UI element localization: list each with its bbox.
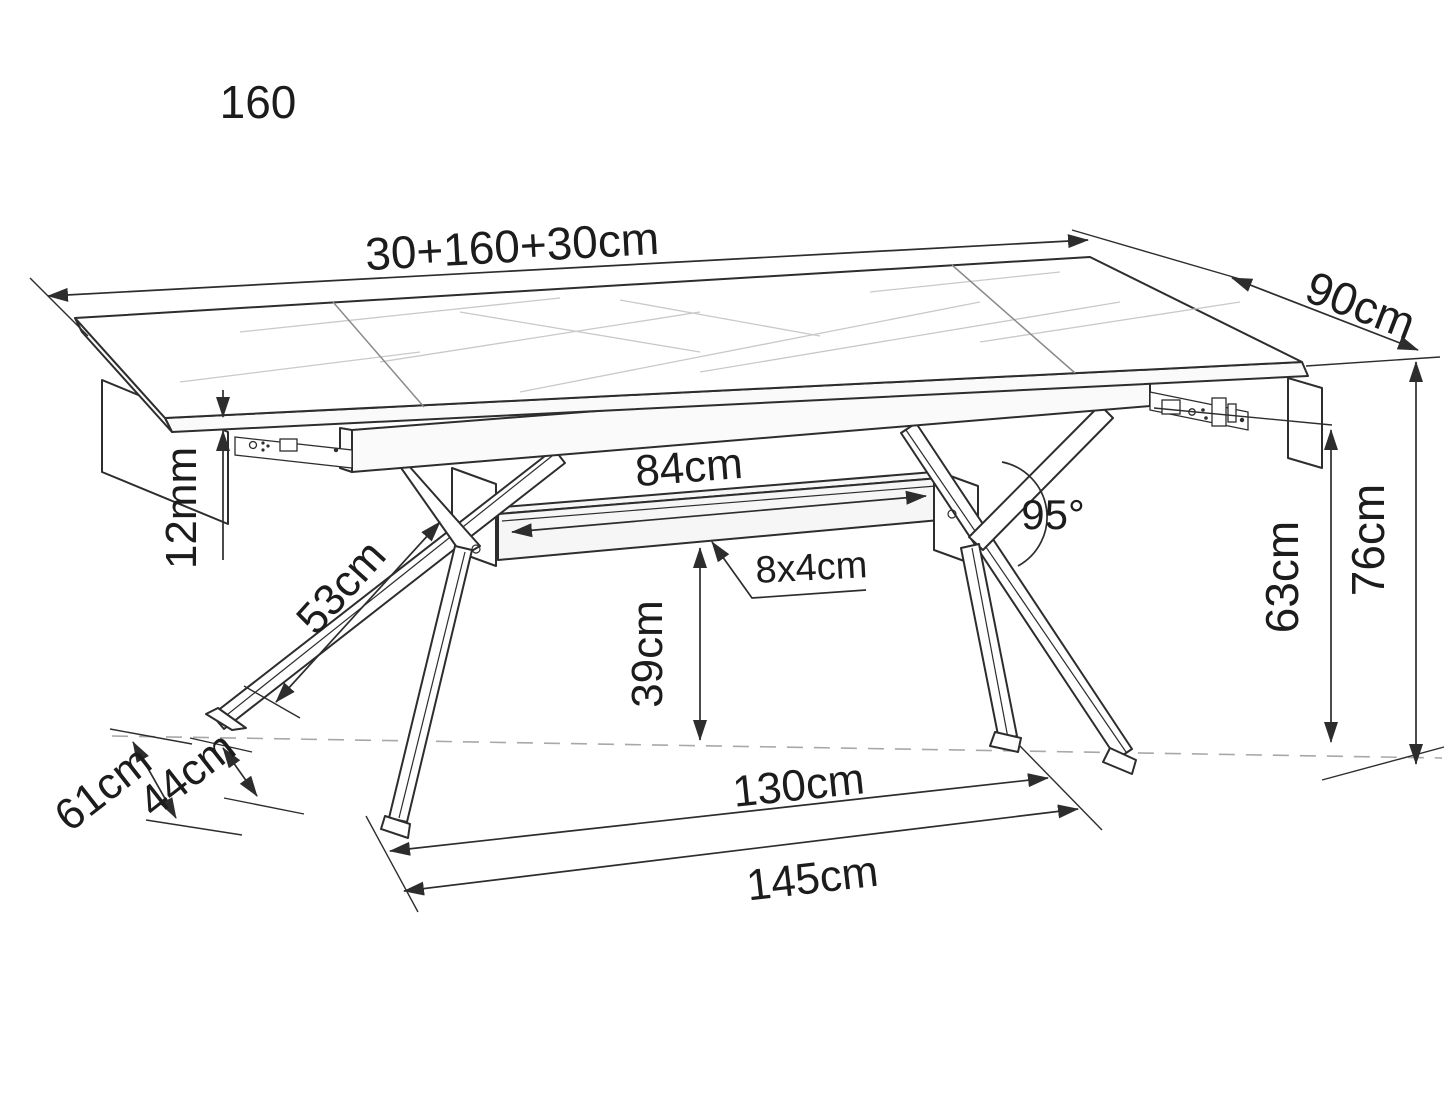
dim-stretcher-height: 39cm — [623, 547, 707, 741]
marble-veins — [179, 271, 1241, 393]
label-width: 90cm — [1299, 261, 1423, 350]
slide-rail-left — [234, 436, 353, 469]
label-stretcher-height: 39cm — [623, 600, 672, 708]
label-top-thickness: 12mm — [157, 447, 206, 569]
label-apron-clearance: 63cm — [1256, 521, 1308, 633]
label-stretcher-profile: 8x4cm — [754, 544, 868, 592]
label-outer-feet-span: 145cm — [744, 847, 881, 911]
slide-rail-right — [1149, 391, 1249, 431]
leg-assembly-right — [900, 404, 1137, 775]
label-inner-feet-span: 130cm — [730, 754, 866, 817]
dim-leg-angle: 95° — [1001, 461, 1085, 567]
label-leg-angle: 95° — [1021, 491, 1085, 538]
leaf-seam-left — [332, 301, 425, 408]
label-total-length: 30+160+30cm — [364, 212, 661, 280]
floor-dashed-line — [111, 735, 1443, 759]
dim-outer-feet-span: 145cm — [403, 804, 1079, 911]
table-structure — [74, 256, 1323, 839]
dim-stretcher-profile: 8x4cm — [711, 541, 868, 599]
dim-stretcher-length: 84cm — [511, 439, 927, 538]
dim-top-thickness: 12mm — [157, 390, 230, 569]
product-code-label: 160 — [220, 76, 297, 128]
dim-table-height: 76cm — [1321, 361, 1445, 781]
foot-back-right — [989, 731, 1022, 753]
dim-inner-feet-span: 130cm — [365, 745, 1103, 913]
dim-apron-clearance: 63cm — [1153, 407, 1338, 743]
foot-front-right — [1102, 747, 1137, 775]
foot-back-left — [205, 707, 247, 731]
label-table-height: 76cm — [1342, 484, 1394, 596]
label-stretcher-length: 84cm — [633, 439, 744, 496]
